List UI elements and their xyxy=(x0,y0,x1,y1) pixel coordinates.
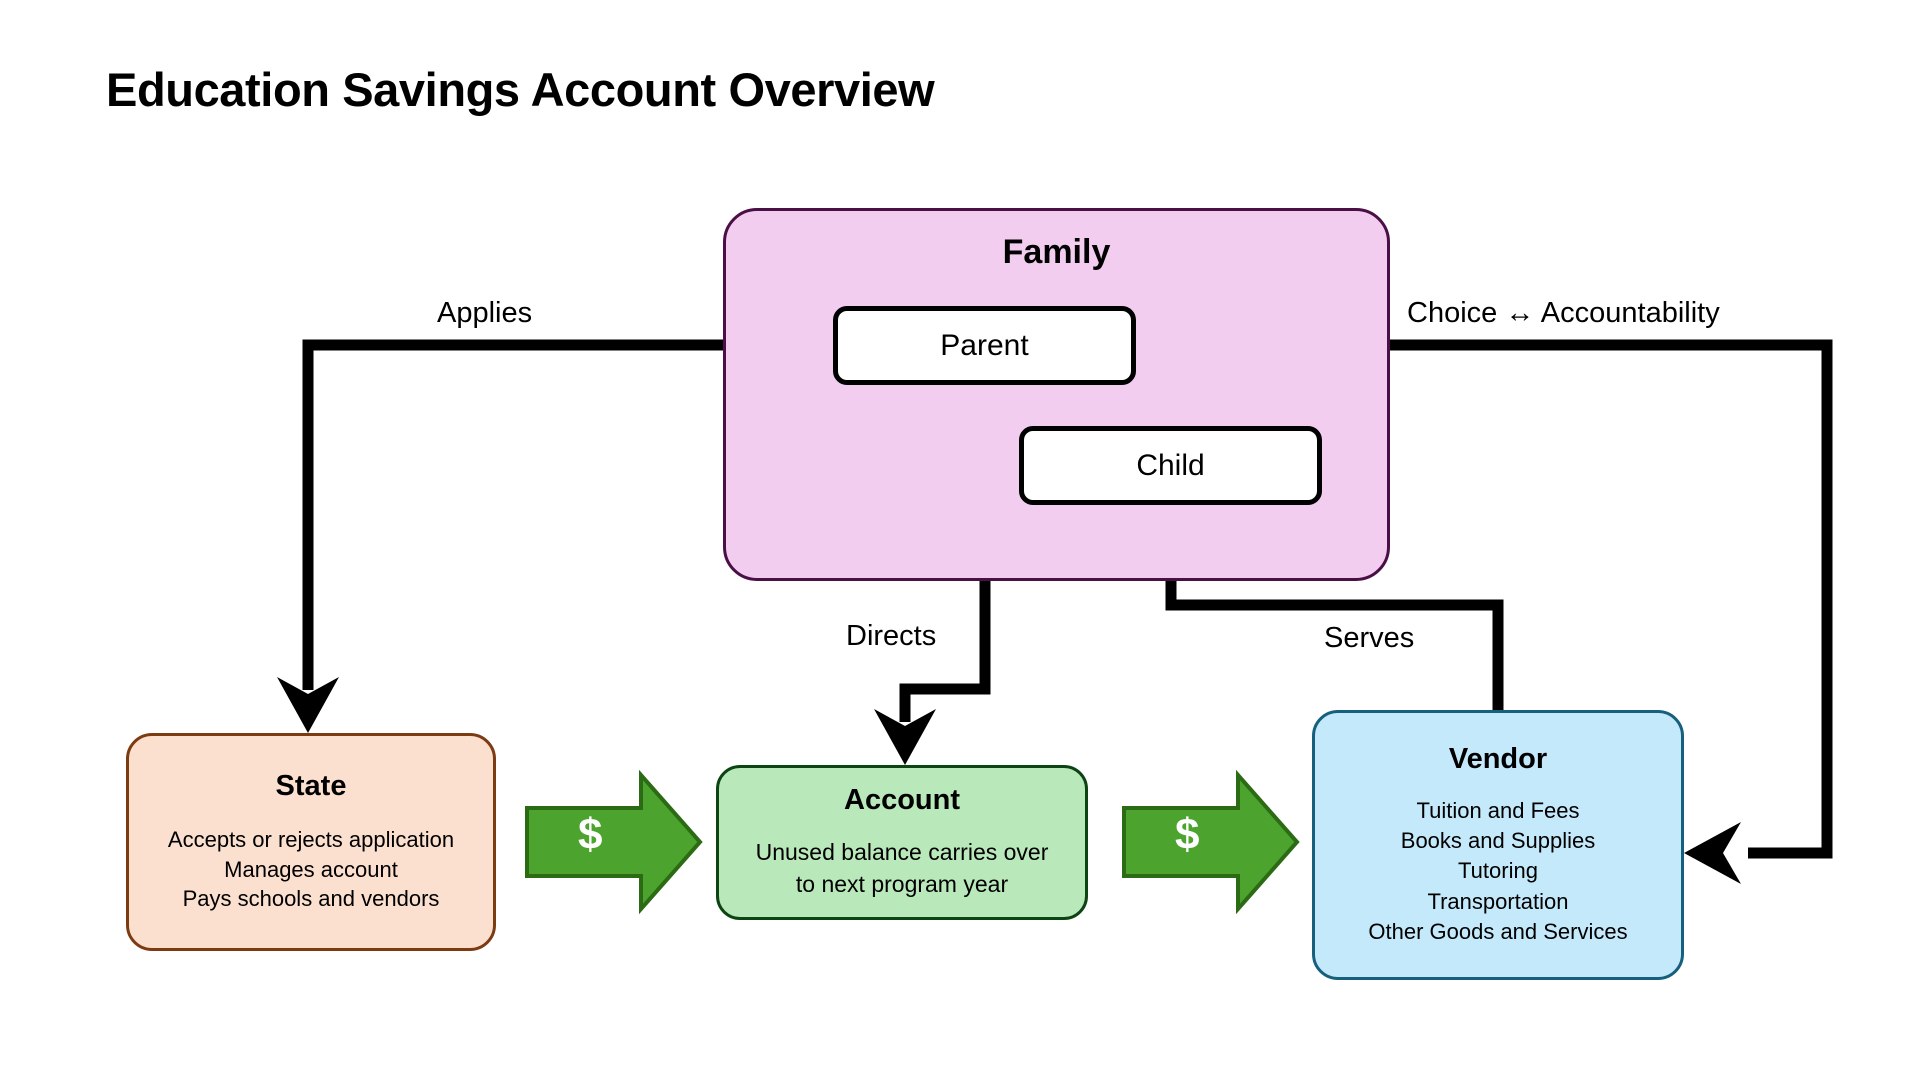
account-node[interactable]: Account Unused balance carries over to n… xyxy=(716,765,1088,920)
vendor-details: Tuition and Fees Books and Supplies Tuto… xyxy=(1368,796,1627,948)
state-line: Accepts or rejects application xyxy=(167,826,455,852)
money-arrow-account-to-vendor xyxy=(1122,769,1300,915)
vendor-node[interactable]: Vendor Tuition and Fees Books and Suppli… xyxy=(1312,710,1684,980)
money-arrow-state-to-account xyxy=(525,769,703,915)
vendor-title: Vendor xyxy=(1448,742,1548,775)
account-title: Account xyxy=(844,784,960,817)
edge-label-serves: Serves xyxy=(1318,622,1421,655)
edge-label-choice-accountability: Choice ↔ Accountability xyxy=(1401,297,1726,330)
child-node[interactable]: Child xyxy=(1019,426,1322,505)
edge-label-applies: Applies xyxy=(431,297,539,330)
edge-applies xyxy=(277,339,833,733)
state-node[interactable]: State Accepts or rejects application Man… xyxy=(126,733,496,951)
page-title: Education Savings Account Overview xyxy=(106,63,935,116)
vendor-line: Transportation xyxy=(1427,888,1569,914)
vendor-line: Books and Supplies xyxy=(1400,827,1596,853)
state-details: Accepts or rejects application Manages a… xyxy=(168,825,454,915)
family-group[interactable]: Family xyxy=(723,208,1390,581)
vendor-line: Other Goods and Services xyxy=(1368,919,1628,945)
vendor-line: Tuition and Fees xyxy=(1416,797,1580,823)
account-line: Unused balance carries over xyxy=(755,839,1049,866)
edge-label-directs: Directs xyxy=(840,620,943,653)
account-details: Unused balance carries over to next prog… xyxy=(756,837,1049,900)
state-title: State xyxy=(275,769,347,802)
account-line: to next program year xyxy=(795,871,1009,897)
parent-node[interactable]: Parent xyxy=(833,306,1136,385)
parent-label: Parent xyxy=(940,328,1029,362)
family-title: Family xyxy=(1002,233,1111,271)
state-line: Pays schools and vendors xyxy=(182,886,440,912)
state-line: Manages account xyxy=(224,856,398,882)
vendor-line: Tutoring xyxy=(1458,858,1538,884)
child-label: Child xyxy=(1136,448,1205,482)
